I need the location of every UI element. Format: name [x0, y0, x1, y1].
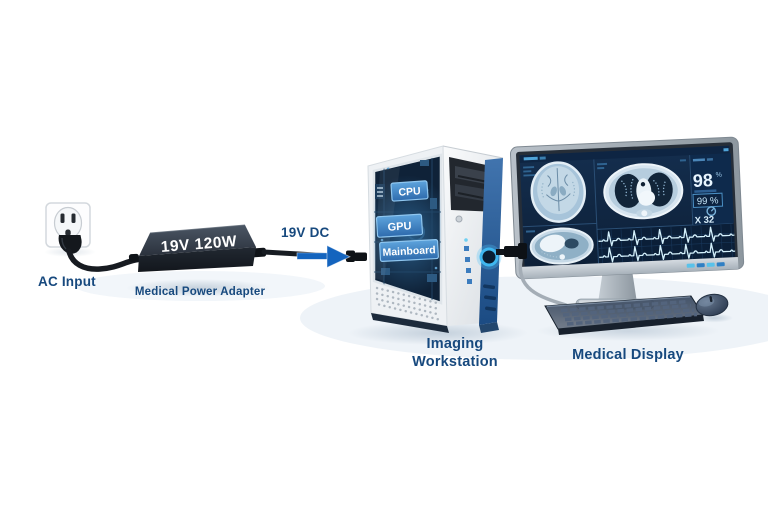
gpu-label: GPU: [387, 220, 412, 233]
chest-ct-scan: [596, 159, 686, 220]
vitals-primary-value: 98: [692, 170, 713, 191]
workstation-label-line1: Imaging: [426, 336, 484, 352]
outlet-ground-hole: [65, 229, 71, 236]
cpu-label: CPU: [398, 185, 421, 199]
vent-grid: [375, 286, 443, 322]
display-cable: [518, 258, 568, 307]
strip-vents: [483, 284, 497, 312]
vitals-secondary-value: 99 %: [697, 195, 720, 207]
outlet-slot-right: [71, 213, 76, 223]
vitals-rate-value: X 32: [694, 215, 714, 227]
outlet-slot-left: [60, 213, 65, 223]
ecg-trace-2: [599, 241, 736, 263]
cpu-chip: CPU: [390, 180, 429, 202]
arrow-head-icon: [326, 244, 351, 269]
adapter-input-nub: [128, 253, 140, 263]
ecg-waveforms: [597, 223, 736, 264]
brain-ct-scan: [523, 161, 587, 223]
adapter-top-face: [139, 225, 256, 256]
dc-output-label: 19V DC: [281, 225, 330, 240]
power-ring-icon: [479, 247, 499, 267]
key-rows: [560, 299, 698, 326]
vitals-panel: 98 % 99 % X 32: [690, 153, 734, 226]
display-button: [716, 262, 725, 267]
keyboard: [544, 295, 704, 335]
workstation-label-line2: Workstation: [412, 354, 498, 370]
adapter-rating-text: 19V 120W: [160, 233, 237, 256]
imaging-workstation-tower: CPU GPU Mainboard: [367, 145, 504, 333]
medical-display-label: Medical Display: [572, 347, 684, 363]
display-button: [696, 263, 705, 268]
tower-base: [371, 313, 449, 333]
front-led-column: [464, 238, 472, 284]
ecg-trace-1: [598, 225, 736, 247]
mouse: [695, 293, 729, 317]
power-flow-arrow: [296, 244, 351, 269]
dc-connector: [346, 250, 355, 262]
ac-input-label: AC Input: [38, 274, 96, 289]
ac-plug: [58, 235, 82, 254]
gpu-chip: GPU: [375, 213, 424, 238]
display-bottom-bezel: [521, 257, 739, 279]
tower-accent-strip: [479, 158, 503, 325]
mainboard-label: Mainboard: [382, 244, 436, 259]
ac-cable: [66, 248, 141, 272]
power-adapter: 19V 120W: [128, 224, 267, 272]
abdomen-ct-scan: [525, 227, 594, 265]
screen-grid-lines: [522, 155, 733, 264]
front-button: [455, 215, 463, 223]
display-connector: [496, 243, 527, 259]
mainboard-chip: Mainboard: [379, 238, 439, 263]
display-button: [706, 262, 715, 267]
power-adapter-label: Medical Power Adapter: [134, 286, 266, 298]
stand-neck: [598, 270, 637, 303]
medical-display: 98 % 99 % X 32: [509, 136, 745, 280]
display-button: [686, 263, 695, 268]
imaging-workstation-label: Imaging Workstation: [385, 335, 525, 371]
scroll-wheel-icon: [709, 296, 713, 303]
adapter-front-face: [138, 247, 256, 272]
vitals-primary-unit: %: [716, 172, 723, 179]
gauge-icon: [706, 206, 717, 217]
screen-header: [519, 145, 730, 163]
